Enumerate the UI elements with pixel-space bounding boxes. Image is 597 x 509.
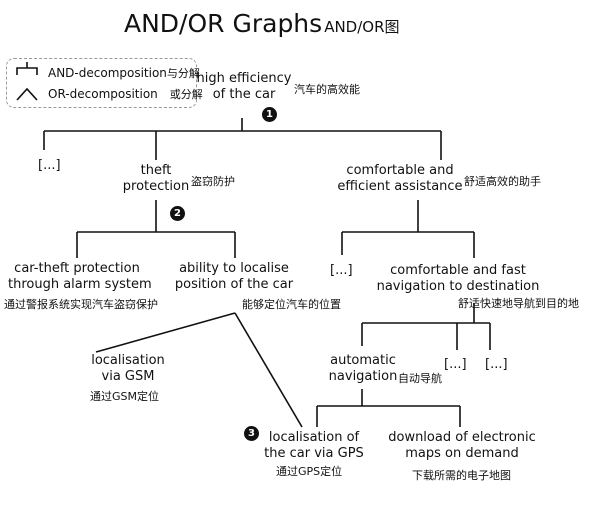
node-ellipsis-4: [...] — [485, 357, 508, 372]
node-root-line1: high efficiency — [196, 71, 292, 86]
node-root-line2: of the car — [212, 87, 276, 103]
node-ellipsis-3: [...] — [444, 357, 467, 372]
node-localise-zh: 能够定位汽车的位置 — [242, 298, 341, 311]
node-ellipsis-1: [...] — [38, 158, 61, 173]
node-theft: theft protection — [116, 163, 196, 196]
node-alarm-line1: car-theft protection — [14, 261, 140, 276]
node-navigation-zh: 舒适快速地导航到目的地 — [458, 297, 579, 310]
node-localise: ability to localise position of the car — [170, 261, 298, 294]
node-theft-line1: theft — [140, 163, 172, 178]
legend-or-label: OR-decomposition 或分解 — [48, 87, 203, 102]
node-root: high efficiency of the car — [192, 71, 296, 104]
node-navigation-line1: comfortable and fast — [390, 263, 526, 278]
node-gsm-line1: localisation — [91, 353, 165, 368]
legend-and-label: AND-decomposition与分解 — [48, 66, 200, 81]
node-gsm: localisation via GSM — [80, 353, 176, 386]
and-symbol-icon — [16, 62, 38, 75]
legend-or-zh: 或分解 — [169, 88, 203, 101]
title-en: AND/OR Graphs — [124, 9, 323, 38]
legend-or-en: OR-decomposition — [48, 87, 158, 101]
node-navigation-line2: navigation to destination — [376, 279, 540, 295]
node-alarm: car-theft protection through alarm syste… — [8, 261, 152, 294]
node-alarm-zh: 通过警报系统实现汽车盗窃保护 — [4, 298, 158, 311]
node-auto: automatic navigation — [324, 353, 402, 386]
node-ellipsis-2: [...] — [330, 263, 353, 278]
badge-3: 3 — [244, 426, 259, 441]
node-comfort-line1: comfortable and — [346, 163, 454, 178]
badge-1: 1 — [262, 107, 277, 122]
edge-localise-gsm — [95, 312, 236, 353]
node-auto-zh: 自动导航 — [398, 372, 442, 385]
node-alarm-line2: through alarm system — [8, 277, 152, 293]
edge-localise-gps — [234, 312, 303, 428]
node-localise-line2: position of the car — [174, 277, 294, 293]
legend-and-en: AND-decomposition — [48, 66, 167, 80]
node-navigation: comfortable and fast navigation to desti… — [374, 263, 542, 296]
node-gsm-line2: via GSM — [101, 369, 155, 385]
node-root-zh: 汽车的高效能 — [294, 83, 360, 96]
node-gsm-zh: 通过GSM定位 — [90, 390, 159, 403]
node-gps: localisation of the car via GPS — [258, 430, 370, 463]
node-auto-line1: automatic — [330, 353, 396, 368]
node-comfort: comfortable and efficient assistance — [334, 163, 466, 196]
node-comfort-line2: efficient assistance — [337, 179, 463, 195]
node-maps-zh: 下载所需的电子地图 — [412, 469, 511, 482]
or-symbol-icon — [16, 87, 38, 101]
legend-and-zh: 与分解 — [166, 67, 200, 80]
node-localise-line1: ability to localise — [179, 261, 289, 276]
node-gps-zh: 通过GPS定位 — [276, 465, 343, 478]
node-auto-line2: navigation — [328, 369, 398, 385]
node-theft-zh: 盗窃防护 — [191, 175, 235, 188]
title-zh: AND/OR图 — [324, 18, 400, 36]
node-maps-line1: download of electronic — [388, 430, 536, 445]
node-maps-line2: maps on demand — [405, 446, 519, 462]
node-theft-line2: protection — [122, 179, 190, 195]
node-gps-line1: localisation of — [268, 430, 360, 445]
legend-box — [6, 58, 197, 108]
node-comfort-zh: 舒适高效的助手 — [464, 175, 541, 188]
node-gps-line2: the car via GPS — [264, 446, 364, 462]
node-maps: download of electronic maps on demand — [382, 430, 542, 463]
badge-2: 2 — [170, 206, 185, 221]
